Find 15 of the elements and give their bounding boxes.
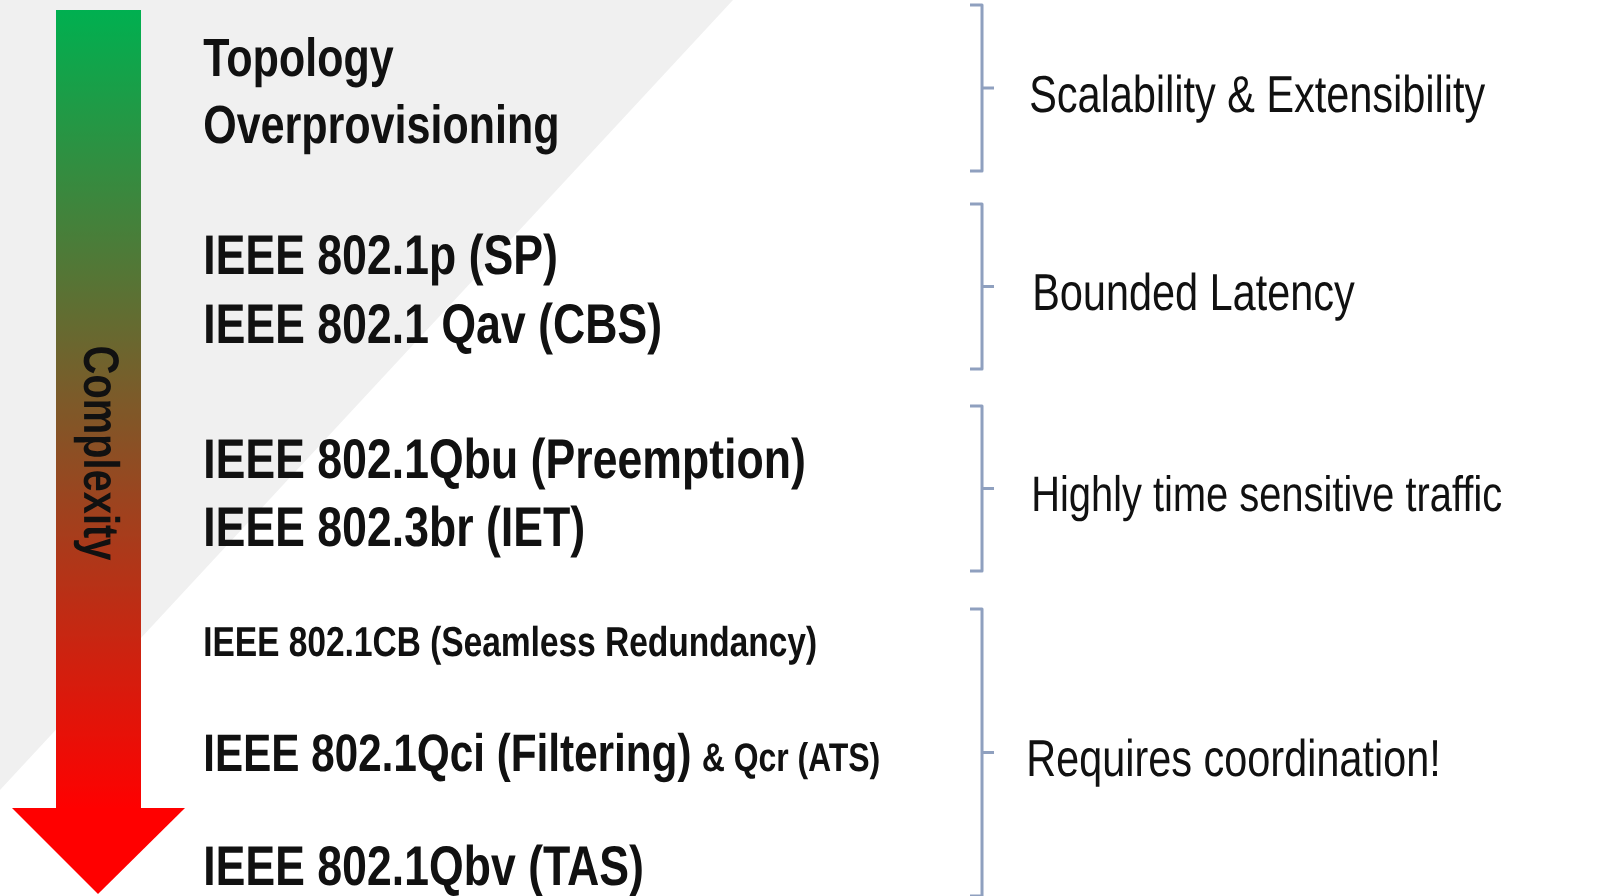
standard-label: IEEE 802.1CB (Seamless Redundancy) [205, 625, 816, 665]
group-label: Bounded Latency [1035, 272, 1355, 321]
standard-label: IEEE 802.1p (SP) [206, 233, 556, 286]
standard-label: IEEE 802.1Qci (Filtering) [206, 732, 690, 783]
standard-label: IEEE 802.1Qbv (TAS) [206, 844, 642, 896]
axis-label: Complexity [73, 347, 121, 561]
standard-label: Overprovisioning [204, 104, 557, 155]
standard-label: IEEE 802.1Qbu (Preemption) [206, 437, 804, 490]
standard-label: Topology [203, 37, 394, 88]
standard-label: IEEE 802.1 Qav (CBS) [206, 302, 660, 355]
group-label: Requires coordination! [1029, 738, 1437, 787]
group-label: Scalability & Extensibility [1031, 74, 1486, 123]
group-label: Highly time sensitive traffic [1034, 474, 1502, 522]
standard-label: IEEE 802.3br (IET) [206, 505, 583, 558]
standard-label: & Qcr (ATS) [703, 742, 879, 780]
